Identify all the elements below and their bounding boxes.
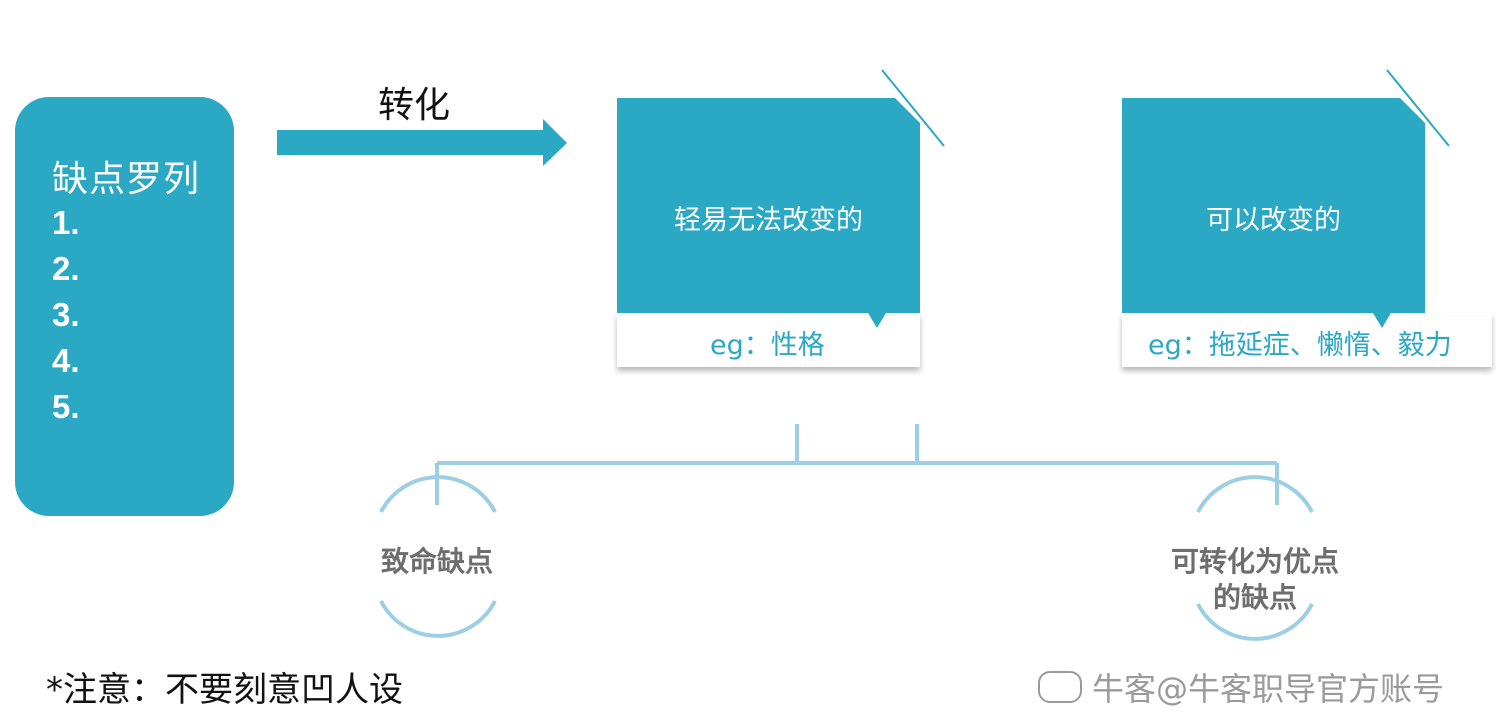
outcome-circle-convertible — [1196, 475, 1314, 641]
watermark: 牛客@牛客职导官方账号 — [1038, 664, 1444, 710]
card-unchangeable-example: eg：性格 — [710, 330, 825, 361]
card-changeable-body — [1122, 98, 1425, 328]
transform-arrow — [277, 119, 567, 166]
defect-list-title: 缺点罗列 — [52, 159, 201, 200]
watermark-logo-icon — [1038, 671, 1082, 703]
card-unchangeable-example-box — [617, 313, 920, 367]
card-changeable-example-box — [1122, 313, 1492, 367]
card-changeable-corner-line — [1386, 69, 1450, 147]
card-unchangeable — [617, 69, 945, 367]
card-changeable-text: 可以改变的 — [1206, 205, 1341, 236]
footnote: *注意：不要刻意凹人设 — [46, 670, 403, 710]
transform-arrow-label: 转化 — [378, 85, 451, 126]
defect-list-item-5: 5. — [52, 388, 80, 425]
defect-list-item-2: 2. — [52, 250, 80, 287]
outcome-convertible-label: 可转化为优点 的缺点 — [1170, 545, 1339, 614]
card-changeable-example: eg：拖延症、懒惰、毅力 — [1148, 330, 1452, 361]
defect-list-item-3: 3. — [52, 296, 80, 333]
defect-list-item-1: 1. — [52, 204, 80, 241]
card-unchangeable-text: 轻易无法改变的 — [674, 205, 863, 236]
defect-list-panel — [15, 97, 234, 516]
defect-list-item-4: 4. — [52, 342, 80, 379]
connector-lines — [435, 424, 1279, 505]
outcome-fatal-label: 致命缺点 — [380, 545, 493, 578]
outcome-circle-fatal — [379, 475, 497, 638]
card-unchangeable-corner-line — [881, 69, 945, 147]
watermark-text: 牛客@牛客职导官方账号 — [1092, 670, 1445, 708]
card-unchangeable-body — [617, 98, 920, 328]
card-changeable — [1122, 69, 1492, 367]
